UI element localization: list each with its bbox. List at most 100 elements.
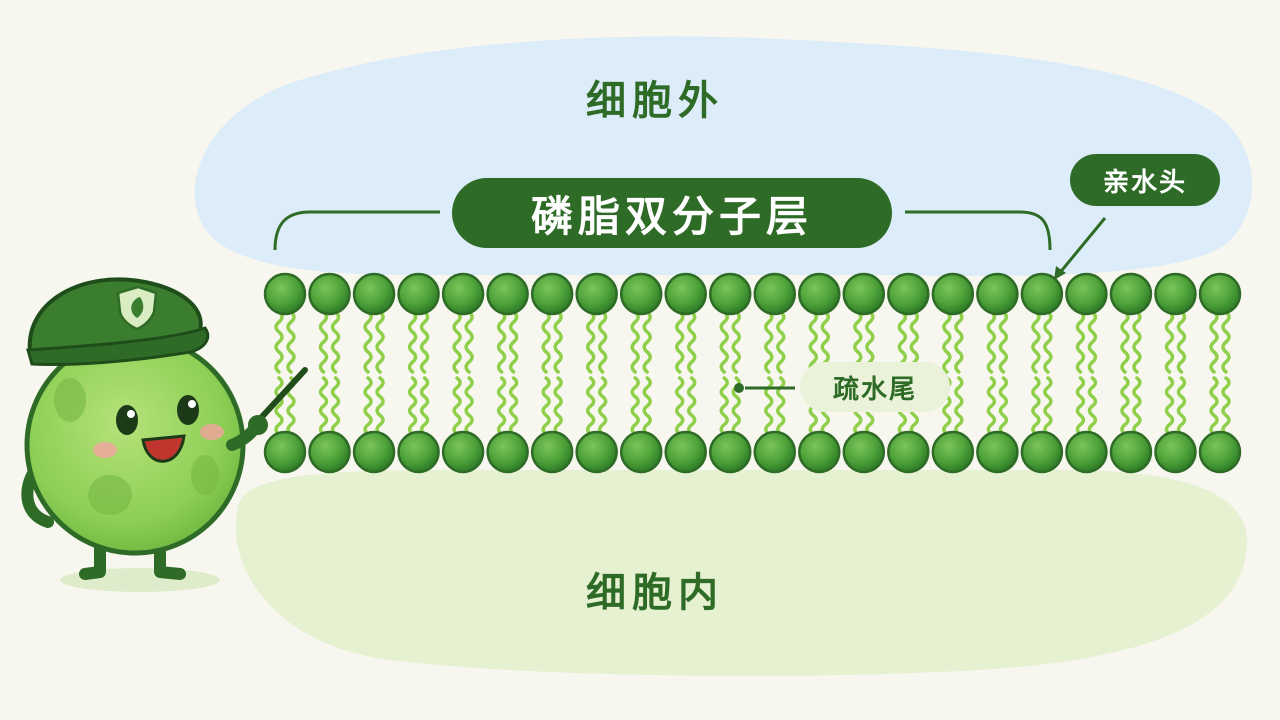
top-leaflet-head (619, 272, 663, 316)
bottom-leaflet-tail (1043, 376, 1053, 436)
bottom-leaflet-head (798, 430, 841, 474)
bottom-leaflet-tail (553, 376, 563, 436)
top-leaflet-tail (1132, 310, 1142, 374)
bottom-leaflet-tail (508, 376, 519, 436)
bottom-leaflet-head (1020, 430, 1064, 474)
top-leaflet-head (352, 272, 396, 316)
hydrophilic-head-label: 亲水头 (1070, 154, 1220, 206)
top-leaflet-tail (1075, 310, 1086, 374)
top-leaflet-tail (585, 310, 596, 374)
mascot-left-eye (116, 405, 138, 435)
bottom-leaflet-tail (1075, 376, 1086, 436)
bottom-leaflet-head (486, 430, 529, 474)
bottom-leaflet-tail (719, 376, 729, 436)
bottom-leaflet-head (441, 430, 485, 474)
mascot-spot (88, 475, 132, 515)
bottom-leaflet-head (887, 430, 930, 474)
bottom-leaflet-tail (330, 376, 341, 436)
top-leaflet-tail (407, 310, 418, 374)
top-leaflet-tail (986, 310, 997, 374)
bottom-leaflet-tail (998, 376, 1009, 436)
title-bracket-left (273, 210, 440, 251)
top-leaflet-tail (1176, 310, 1187, 374)
top-leaflet-head (1109, 272, 1153, 316)
bottom-leaflet-tail (452, 376, 462, 436)
top-leaflet-tail (1221, 310, 1231, 374)
top-leaflet-tail (541, 310, 551, 374)
bottom-leaflet-tail (541, 376, 551, 436)
top-leaflet-tail (318, 310, 329, 374)
top-leaflet-tail (642, 310, 652, 374)
extracellular-label: 细胞外 (586, 78, 724, 124)
hydrophilic-heads (263, 272, 1242, 474)
top-leaflet-head (1198, 272, 1242, 316)
title-bracket-right (905, 210, 1052, 251)
bottom-leaflet-head (931, 430, 975, 474)
mascot-spot (54, 378, 86, 422)
bottom-leaflet-head (1065, 430, 1108, 474)
top-leaflet-head (397, 272, 440, 316)
top-leaflet-head (1065, 272, 1108, 316)
top-leaflet-head (664, 272, 707, 316)
bottom-leaflet-head (263, 430, 307, 474)
top-leaflet-tail (719, 310, 729, 374)
top-leaflet-tail (597, 310, 608, 374)
bottom-leaflet-tail (642, 376, 652, 436)
mascot-right-eye (177, 395, 199, 425)
top-leaflet-tail (630, 310, 640, 374)
mascot-hand (248, 415, 268, 435)
bottom-leaflet-head (1109, 430, 1153, 474)
top-leaflet-head (887, 272, 930, 316)
top-leaflet-tail (998, 310, 1009, 374)
top-leaflet-head (753, 272, 797, 316)
diagram-title: 磷脂双分子层 (452, 178, 892, 248)
bottom-leaflet-tail (407, 376, 418, 436)
mascot-cheek (200, 424, 224, 440)
top-leaflet-head (708, 272, 752, 316)
bottom-leaflet-tail (630, 376, 640, 436)
top-leaflet-tail (496, 310, 507, 374)
top-leaflet-tail (1209, 310, 1219, 374)
bottom-leaflet-head (308, 430, 351, 474)
top-leaflet-head (1020, 272, 1064, 316)
bottom-leaflet-tail (1221, 376, 1231, 436)
bottom-leaflet-head (530, 430, 574, 474)
bottom-leaflet-head (753, 430, 797, 474)
mascot-eye-shine (188, 400, 196, 408)
top-leaflet-tail (464, 310, 474, 374)
top-leaflet-head (441, 272, 485, 316)
mascot-cap-brim (26, 326, 210, 366)
bottom-leaflet-tail (954, 376, 964, 436)
top-leaflet-head (976, 272, 1019, 316)
bottom-leaflet-tail (363, 376, 373, 436)
top-leaflet-tail (274, 310, 284, 374)
top-leaflet-tail (363, 310, 373, 374)
bottom-leaflet-head (397, 430, 440, 474)
bottom-leaflet-tail (597, 376, 608, 436)
mascot-cheek (93, 442, 117, 458)
top-leaflet-head (530, 272, 574, 316)
bottom-leaflet-tail (686, 376, 697, 436)
bottom-leaflet-tail (318, 376, 329, 436)
top-leaflet-head (931, 272, 975, 316)
leaf-shield-icon-leaf (131, 297, 144, 318)
bottom-leaflet-tail (1031, 376, 1041, 436)
bottom-leaflet-head (619, 430, 663, 474)
top-leaflet-head (575, 272, 618, 316)
top-leaflet-head (308, 272, 351, 316)
bottom-leaflet-head (1154, 430, 1197, 474)
tail-pointer-dot (734, 383, 744, 393)
top-leaflet-head (1154, 272, 1197, 316)
bottom-leaflet-head (575, 430, 618, 474)
bottom-leaflet-tail (1120, 376, 1130, 436)
bottom-leaflet-head (842, 430, 886, 474)
bottom-leaflet-tail (1087, 376, 1098, 436)
bottom-leaflet-tail (1209, 376, 1219, 436)
top-leaflet-tail (686, 310, 697, 374)
bottom-leaflet-tail (764, 376, 774, 436)
top-leaflet-tail (1031, 310, 1041, 374)
top-leaflet-tail (330, 310, 341, 374)
top-leaflet-tail (375, 310, 385, 374)
bottom-leaflet-tail (674, 376, 685, 436)
